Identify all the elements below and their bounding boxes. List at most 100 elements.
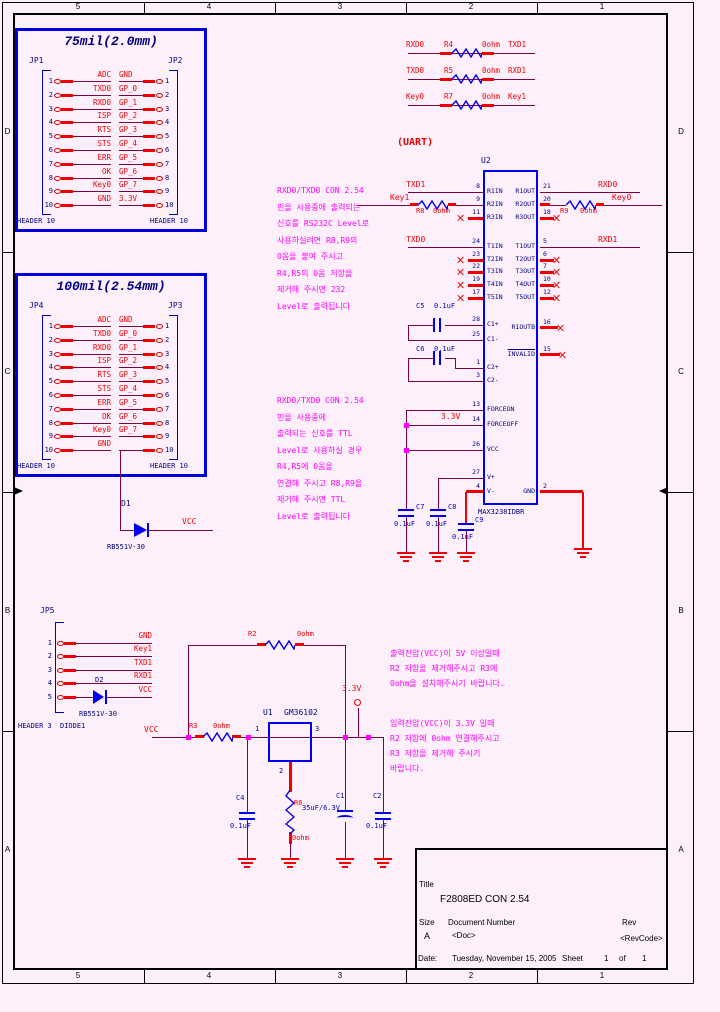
net-label: Key1 — [390, 193, 410, 202]
pin-stub — [61, 366, 73, 369]
pin-number: 4 — [47, 679, 52, 687]
pin-circle-icon — [53, 106, 61, 112]
wire — [119, 122, 143, 123]
regulator-ref: U1 — [263, 708, 273, 717]
net-label: GP_0 — [119, 329, 138, 338]
capacitor-icon — [398, 509, 414, 511]
chip-pin-name: V- — [487, 487, 495, 495]
wire — [73, 81, 111, 82]
resistor-zigzag-icon — [452, 74, 482, 84]
pin-circle-icon — [155, 92, 163, 98]
connector-bracket — [177, 70, 178, 215]
wire — [345, 822, 346, 858]
cap-value: 0.1uF — [366, 822, 388, 830]
wire — [466, 531, 467, 553]
net-label: Key1 — [508, 92, 527, 101]
chip-pin-name: T1OUT — [515, 242, 535, 250]
wire — [188, 645, 266, 646]
ground-icon — [397, 552, 415, 554]
resistor-ref: R3 — [189, 722, 198, 730]
pin-stub — [143, 121, 155, 124]
wire — [119, 95, 143, 96]
wire — [119, 450, 143, 451]
pin-stub — [61, 408, 73, 411]
pin-number: 10 — [165, 446, 174, 454]
diode-part: RB551V-30 — [79, 710, 117, 718]
capacitor-icon — [375, 818, 391, 820]
pin-stub — [143, 190, 155, 193]
wire — [119, 81, 143, 82]
chip-pin-name: R1OUTB — [511, 323, 535, 331]
wire — [540, 247, 640, 248]
net-label: GP_0 — [119, 84, 138, 93]
resistor-lead — [482, 52, 494, 55]
pin-stub — [143, 408, 155, 411]
cap-value: 0.1uF — [394, 520, 416, 528]
wire — [406, 410, 483, 411]
annotation-note-line: 사용하실려면 R8,R9의 — [277, 235, 358, 245]
net-label: GP_4 — [119, 384, 138, 393]
titleblock-title: F2808ED CON 2.54 — [440, 894, 530, 905]
wire — [119, 136, 143, 137]
capacitor-icon — [458, 529, 474, 531]
pin-number: 7 — [165, 405, 170, 413]
wire — [295, 645, 346, 646]
wire — [406, 517, 407, 553]
net-label: GP_1 — [119, 98, 138, 107]
zone-tick — [406, 970, 407, 984]
zone-tick — [275, 970, 276, 984]
pin-circle-icon — [155, 78, 163, 84]
pin-circle-icon — [155, 188, 163, 194]
chip-pin-name: INVALID — [507, 350, 535, 358]
wire — [247, 737, 248, 813]
titleblock-sheet-no: 1 — [604, 954, 609, 963]
junction-dot-icon — [246, 735, 251, 740]
wire — [73, 122, 111, 123]
annotation-note-line: Level로 출력됩니다 — [277, 301, 351, 311]
wire — [73, 423, 111, 424]
titleblock-date: Tuesday, November 15, 2005 — [452, 954, 557, 963]
wire — [73, 178, 111, 179]
block-title: 75mil(2.0mm) — [64, 34, 158, 49]
pin-number: 10 — [165, 201, 174, 209]
chip-pin-number: 21 — [543, 182, 551, 190]
junction-dot-icon — [404, 423, 409, 428]
zone-tick — [668, 252, 694, 253]
pin-circle-icon — [53, 351, 61, 357]
connector-ref: JP1 — [29, 56, 44, 65]
pin-number: 7 — [48, 160, 53, 168]
connector-bracket — [42, 70, 43, 215]
ground-icon — [339, 862, 351, 864]
no-connect-x-icon — [457, 294, 465, 302]
uart-section-label: (UART) — [397, 137, 434, 148]
wire — [540, 326, 558, 329]
pin-stub — [64, 696, 76, 699]
pin-stub — [143, 394, 155, 397]
cap-ref: C1 — [336, 792, 345, 800]
pin-number: 1 — [48, 77, 53, 85]
pin-circle-icon — [53, 202, 61, 208]
chip-pin-name: T3OUT — [515, 267, 535, 275]
regulator-outline — [268, 722, 312, 762]
wire — [120, 530, 134, 531]
frame-zone-letter: B — [4, 606, 11, 615]
pin-circle-icon — [155, 351, 163, 357]
wire — [445, 358, 455, 359]
pin-number: 7 — [165, 160, 170, 168]
wire — [73, 191, 111, 192]
ground-icon — [241, 862, 253, 864]
connector-footer: HEADER 10 — [150, 217, 188, 225]
connector-bracket — [42, 70, 51, 71]
resistor-ref: R7 — [444, 92, 454, 101]
pin-stub — [61, 353, 73, 356]
pin-number: 5 — [47, 693, 52, 701]
ground-icon — [403, 560, 409, 562]
wire — [119, 381, 143, 382]
wire — [232, 735, 241, 738]
wire — [582, 492, 584, 548]
net-label: Key1 — [133, 644, 152, 653]
titleblock-title-label: Title — [419, 880, 434, 889]
net-label: RTS — [97, 125, 111, 134]
cap-value: 0.1uF — [230, 822, 252, 830]
pin-number: 3 — [165, 105, 170, 113]
